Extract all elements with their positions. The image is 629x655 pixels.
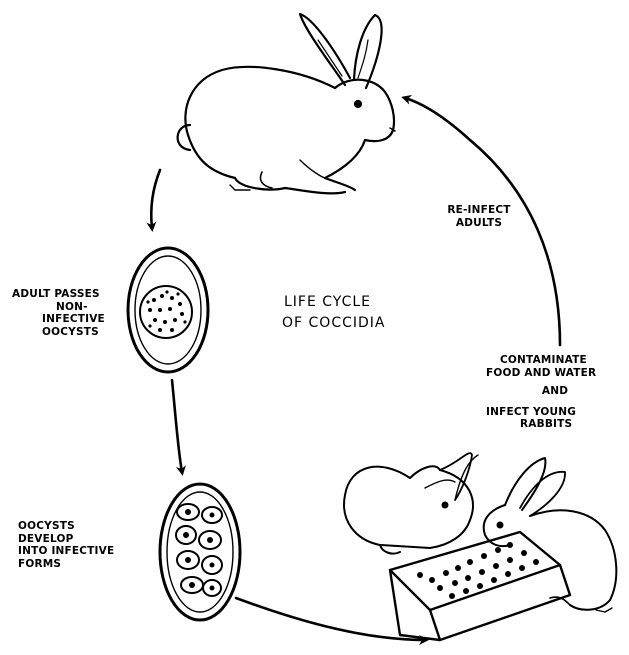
non-infective-oocyst-icon (128, 248, 208, 372)
contaminate-label: CONTAMINATE FOOD AND WATER AND INFECT YO… (486, 354, 624, 431)
adult-passes-label: ADULT PASSES NON- INFECTIVE OOCYSTS (12, 288, 122, 338)
adult-rabbit-icon (178, 14, 395, 193)
young-rabbits-at-feeder-icon (344, 453, 616, 640)
infective-oocyst-icon (160, 484, 240, 620)
diagram-title: LIFE CYCLE OF COCCIDIA (282, 292, 422, 334)
reinfect-label: RE-INFECT ADULTS (434, 204, 524, 229)
develop-label: OOCYSTS DEVELOP INTO INFECTIVE FORMS (18, 520, 148, 570)
